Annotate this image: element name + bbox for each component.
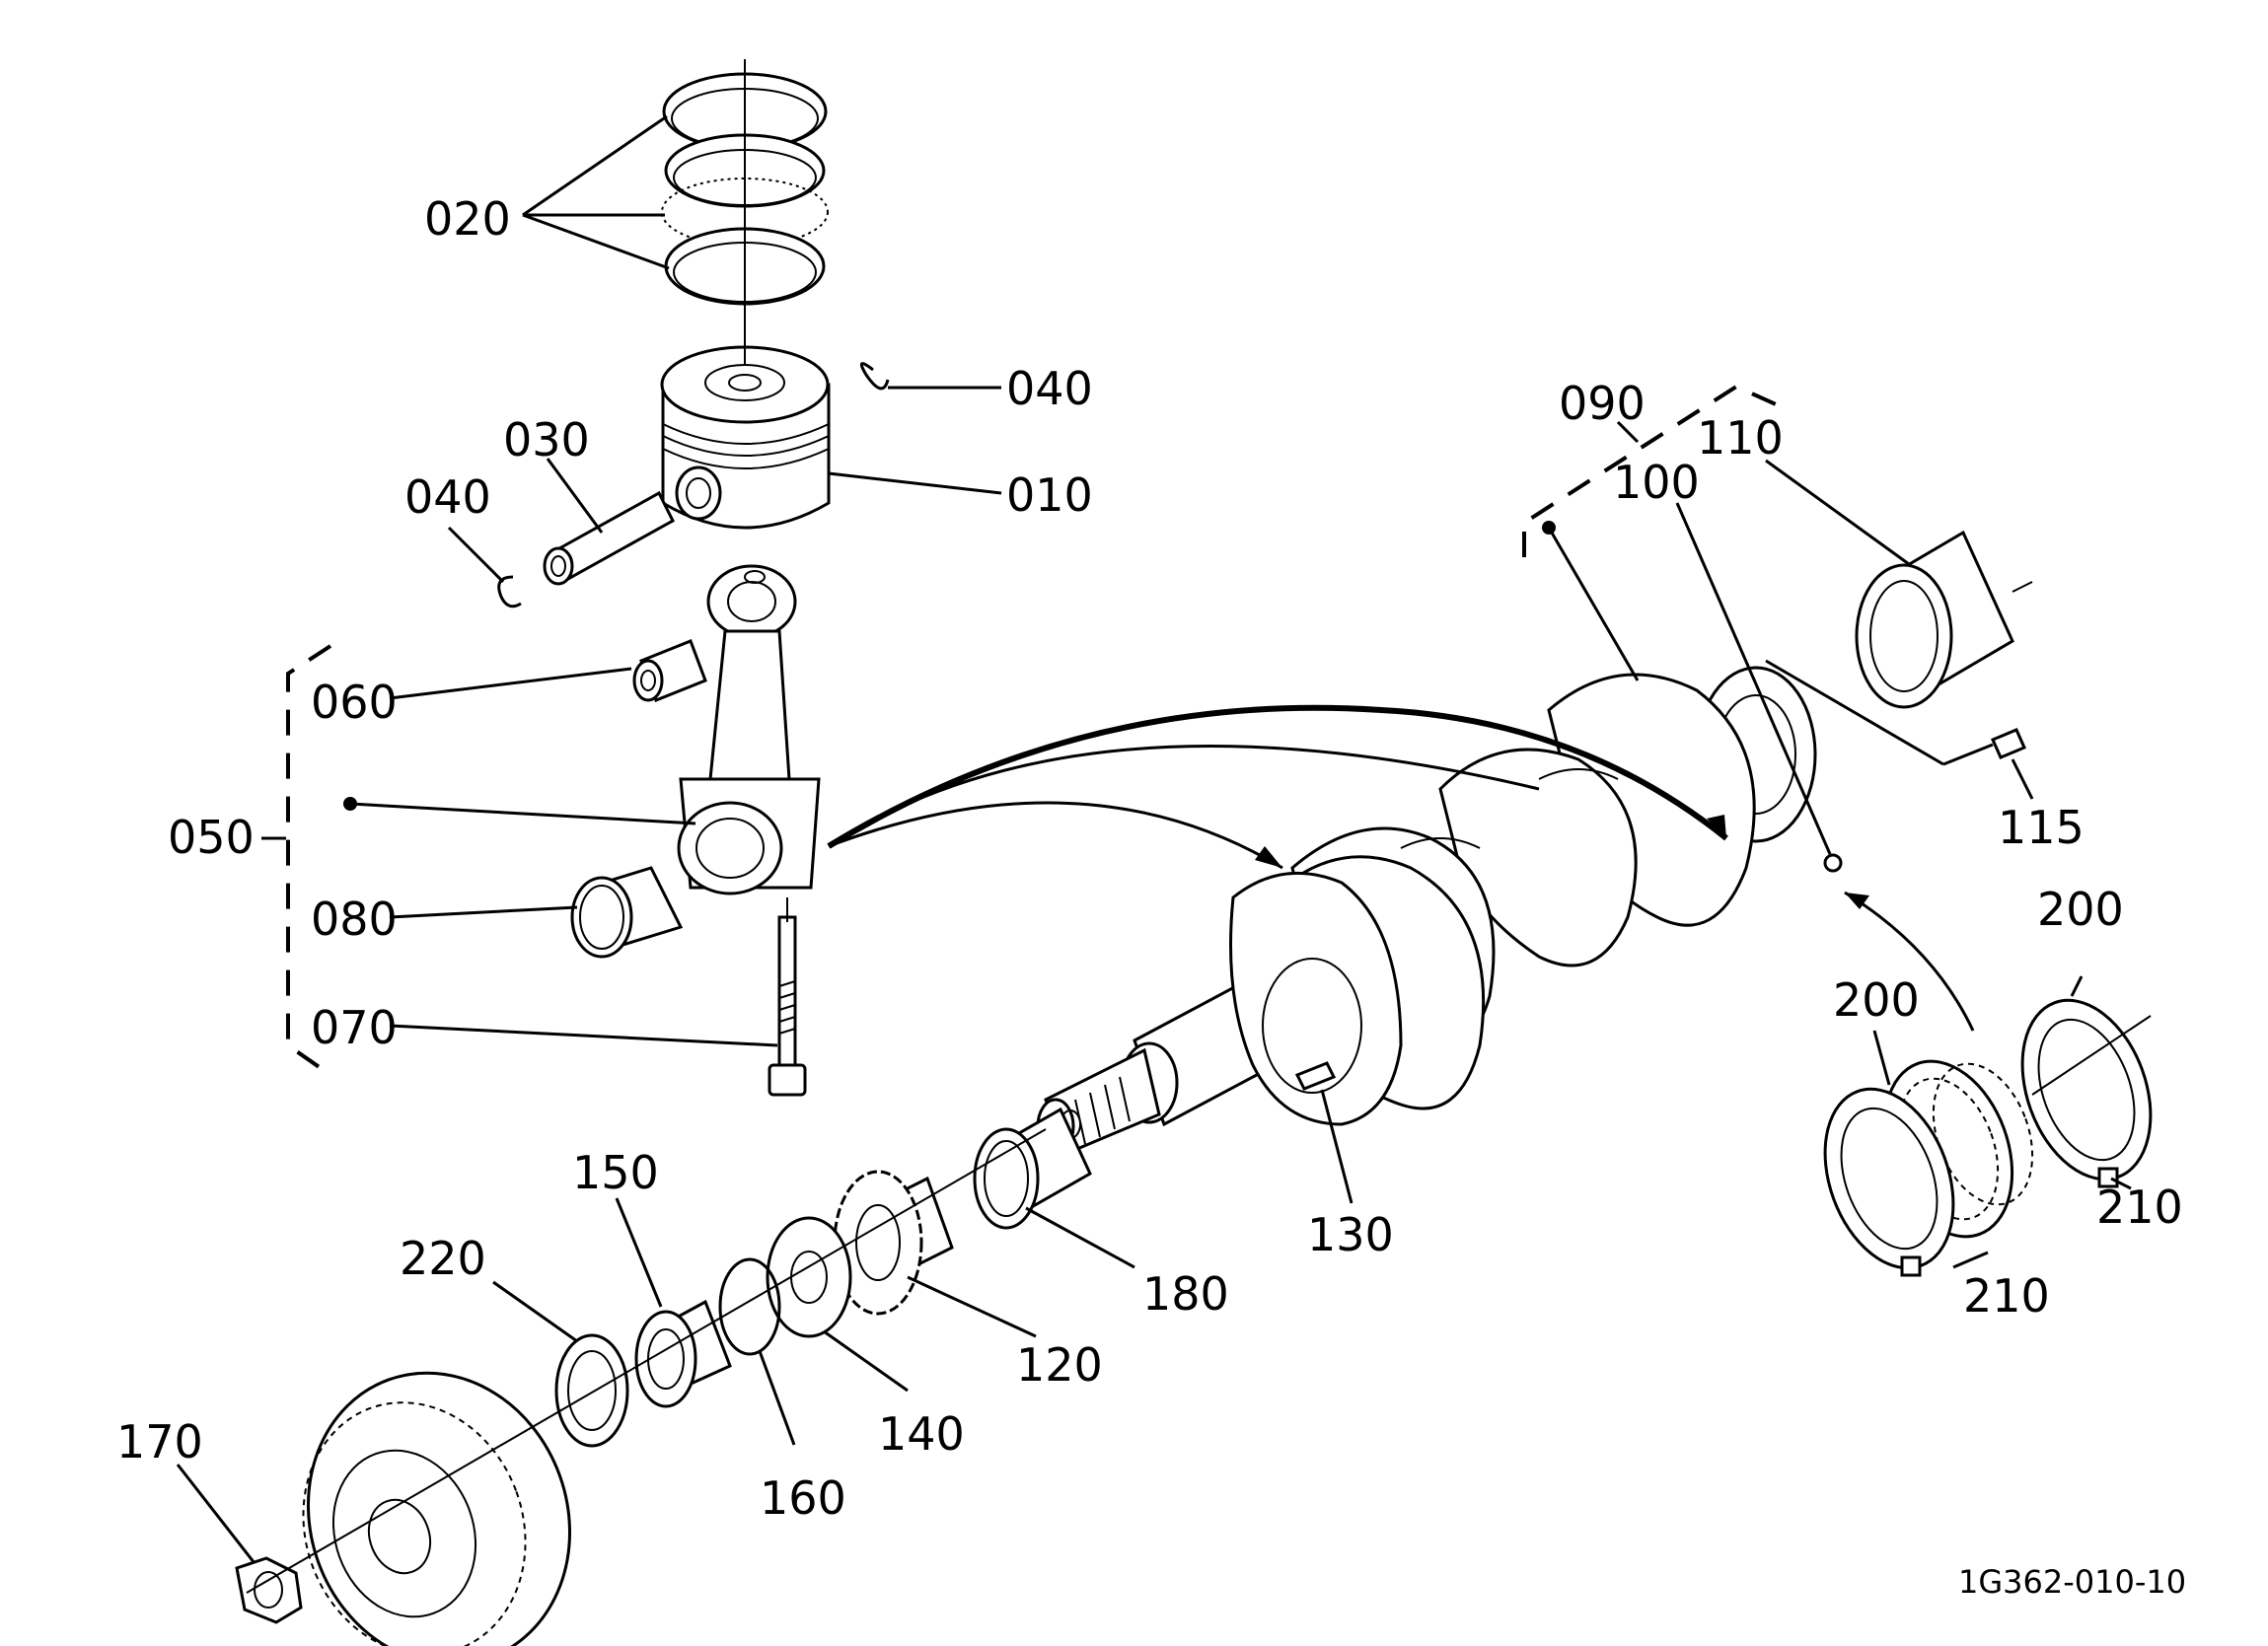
label-040-left: 040 — [404, 470, 491, 524]
small-end-bushing — [632, 639, 707, 702]
label-180: 180 — [1142, 1267, 1229, 1321]
label-010: 010 — [1006, 468, 1093, 522]
crank-key — [1294, 1061, 1337, 1091]
leader-lines — [176, 114, 2132, 1564]
label-200-right: 200 — [2037, 883, 2124, 936]
oil-plug — [1823, 853, 1843, 873]
circlip-left — [497, 575, 522, 608]
main-bearing-180 — [973, 1107, 1092, 1230]
rod-bolt — [768, 897, 807, 1097]
group-bracket-050 — [286, 644, 332, 1077]
label-160: 160 — [760, 1471, 846, 1525]
label-210-right: 210 — [2096, 1181, 2183, 1234]
label-140: 140 — [878, 1407, 965, 1461]
collar-150 — [634, 1299, 732, 1408]
circlip-right — [859, 362, 890, 391]
label-115: 115 — [1998, 801, 2085, 854]
label-210-left: 210 — [1963, 1269, 2050, 1323]
part-labels: 020 040 030 040 010 060 050 080 070 090 … — [116, 192, 2186, 1601]
o-ring — [718, 1257, 781, 1356]
dowel-pin — [1991, 728, 2026, 759]
label-090: 090 — [1559, 377, 1646, 430]
label-080: 080 — [311, 893, 398, 946]
label-110: 110 — [1697, 411, 1784, 465]
big-end-bearing — [570, 866, 684, 959]
assembly-arrows — [827, 704, 1975, 1032]
drawing-code: 1G362-010-10 — [1958, 1563, 2186, 1601]
crank-pulley — [302, 1371, 571, 1646]
piston — [660, 345, 831, 530]
crank-sleeve — [1855, 530, 2033, 709]
collar — [766, 1216, 852, 1338]
piston-rings — [661, 59, 829, 370]
label-130: 130 — [1307, 1208, 1394, 1261]
label-040-top: 040 — [1006, 362, 1093, 415]
label-030: 030 — [503, 413, 590, 466]
piston-pin — [543, 490, 675, 586]
crankshaft — [1036, 666, 1817, 1156]
label-070: 070 — [311, 1001, 398, 1054]
label-120: 120 — [1016, 1338, 1103, 1392]
label-050: 050 — [168, 811, 255, 864]
label-150: 150 — [572, 1146, 659, 1199]
thrust-washer-right — [2020, 998, 2153, 1188]
thrust-washer-left — [1823, 1087, 1955, 1277]
oil-seal — [554, 1333, 629, 1448]
group-bracket-090 — [1522, 384, 1777, 557]
label-170: 170 — [116, 1415, 203, 1468]
connecting-rod — [677, 564, 821, 895]
label-200-left: 200 — [1833, 973, 1920, 1027]
label-100: 100 — [1613, 456, 1700, 509]
label-020: 020 — [424, 192, 511, 246]
crank-nut — [235, 1556, 303, 1624]
label-220: 220 — [400, 1232, 486, 1285]
label-060: 060 — [311, 676, 398, 729]
